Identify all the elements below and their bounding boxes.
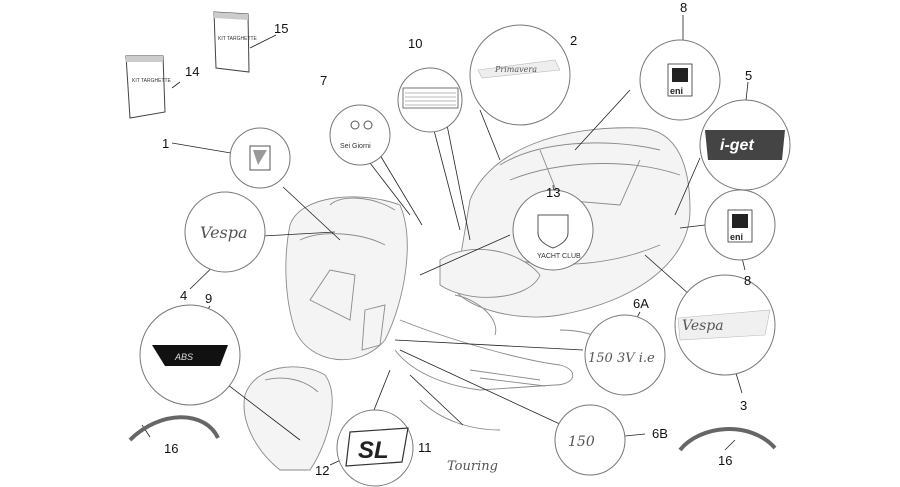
- iget-decal: i-get: [705, 130, 785, 160]
- decal-sl: SL: [358, 437, 389, 464]
- sl-decal: SL: [345, 427, 409, 467]
- callout-number-16-left: 16: [164, 441, 178, 456]
- decal-sei-giorni: Sei Giorni: [340, 143, 371, 150]
- callout-number-6b: 6B: [652, 426, 668, 441]
- decal-150: 150: [568, 434, 595, 450]
- stripe-16-left: [128, 415, 220, 442]
- callout-circle-4: [184, 191, 266, 273]
- decal-eni-side: eni: [730, 232, 743, 242]
- kit-targhette-bag-14: KIT TARGHETTE: [125, 55, 172, 119]
- decal-eni-top: eni: [670, 86, 683, 96]
- callout-number-15: 15: [274, 21, 288, 36]
- kit-targhette-bag-15: KIT TARGHETTE: [213, 11, 258, 73]
- callout-number-13: 13: [546, 185, 560, 200]
- decal-150-3v: 150 3V i.e: [588, 351, 655, 366]
- eni-logo-top: eni: [667, 63, 693, 97]
- callout-number-3: 3: [740, 398, 747, 413]
- callout-number-2: 2: [570, 33, 577, 48]
- callout-circle-7: [329, 104, 391, 166]
- callout-number-6a: 6A: [633, 296, 649, 311]
- yacht-club-decal: YACHT CLUB: [537, 214, 581, 260]
- callout-number-12: 12: [315, 463, 329, 478]
- badge-icon: [249, 145, 271, 171]
- decal-iget: i-get: [720, 137, 754, 154]
- callout-circle-6b: [554, 404, 626, 476]
- sei-giorni-decal: Sei Giorni: [340, 120, 373, 150]
- abs-decal: ABS: [152, 345, 228, 366]
- decal-kit-targhette-14: KIT TARGHETTE: [132, 78, 172, 84]
- callout-circle-6a: [584, 314, 666, 396]
- callout-number-1: 1: [162, 136, 169, 151]
- scooter-outline: [243, 127, 691, 471]
- decal-vespa-side: Vespa: [682, 318, 724, 334]
- callout-number-11: 11: [418, 440, 432, 455]
- primavera-decal: Primavera: [477, 59, 561, 79]
- eni-logo-side: eni: [727, 209, 753, 243]
- decal-primavera: Primavera: [494, 65, 537, 74]
- callout-number-16-right: 16: [718, 453, 732, 468]
- callout-circle-2: [469, 24, 571, 126]
- vespa-side-decal: Vespa: [677, 309, 771, 341]
- callout-number-14: 14: [185, 64, 199, 79]
- callout-number-5: 5: [745, 68, 752, 83]
- decal-vespa-front: Vespa: [200, 223, 248, 242]
- decal-abs-text: ABS: [174, 352, 193, 362]
- stripe-16-right: [678, 427, 777, 452]
- info-label-decal: [402, 87, 459, 109]
- callout-number-8-top: 8: [680, 0, 687, 15]
- callout-number-4: 4: [180, 288, 187, 303]
- decal-yacht-club: YACHT CLUB: [537, 253, 581, 260]
- callout-number-10: 10: [408, 36, 422, 51]
- decal-touring: Touring: [447, 459, 498, 474]
- callout-number-8-side: 8: [744, 273, 751, 288]
- callout-number-7: 7: [320, 73, 327, 88]
- callout-number-9: 9: [205, 291, 212, 306]
- decal-kit-targhette-15: KIT TARGHETTE: [218, 36, 258, 42]
